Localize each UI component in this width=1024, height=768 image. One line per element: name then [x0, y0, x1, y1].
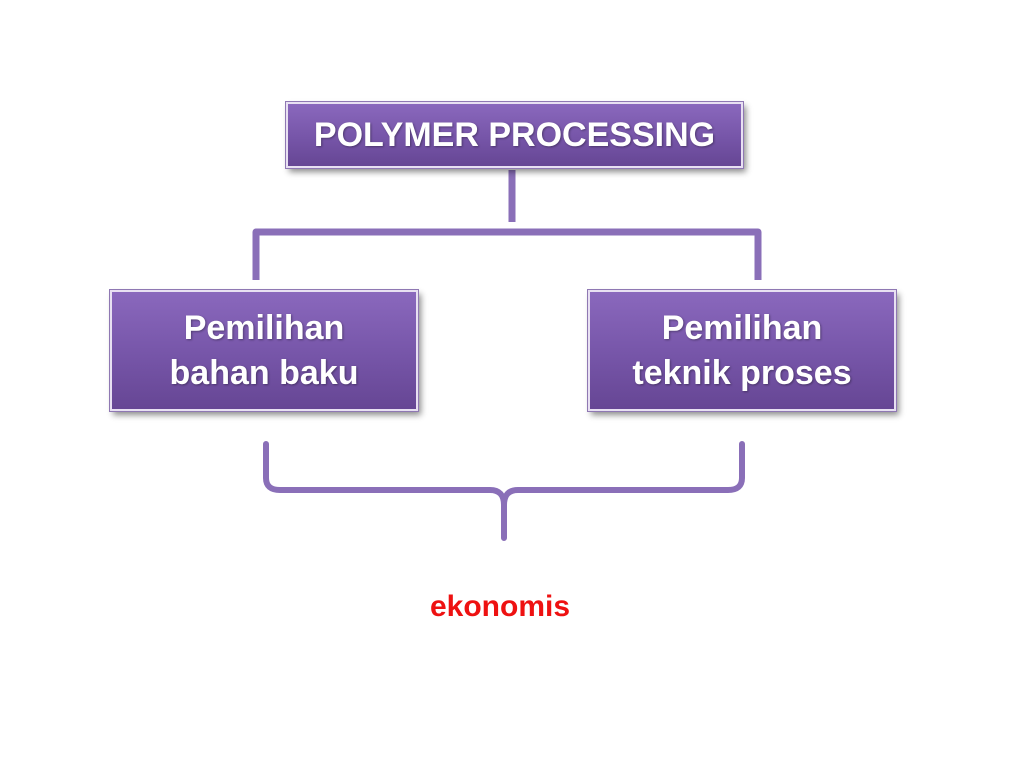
merge-brace-line: [263, 441, 745, 541]
child-box-right-line1: Pemilihan: [661, 309, 823, 348]
child-box-right-line2: teknik proses: [632, 353, 852, 392]
result-label-ekonomis: ekonomis: [429, 590, 571, 623]
child-box-teknik-proses: Pemilihan teknik proses: [587, 289, 897, 412]
branch-bracket-line: [252, 228, 762, 280]
root-box-label: POLYMER PROCESSING: [313, 115, 716, 154]
child-box-left-line1: Pemilihan: [183, 309, 345, 348]
root-box-polymer-processing: POLYMER PROCESSING: [285, 101, 744, 169]
child-box-left-line2: bahan baku: [169, 353, 359, 392]
child-box-bahan-baku: Pemilihan bahan baku: [109, 289, 419, 412]
